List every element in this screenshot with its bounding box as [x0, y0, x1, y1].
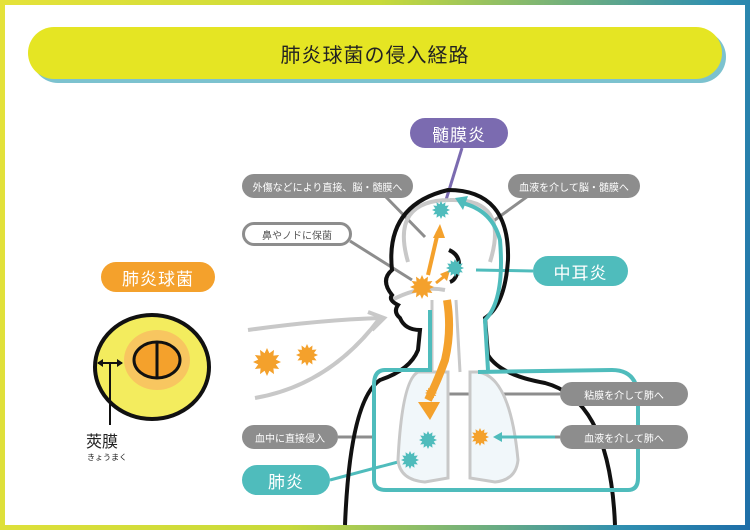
bacteria-star-icon — [419, 431, 437, 449]
connector-otitis — [475, 268, 534, 273]
route-trauma: 外傷などにより直接、脳・髄膜へ — [242, 174, 413, 198]
arrowhead — [433, 224, 445, 238]
bacteria-star-icon — [425, 387, 437, 399]
bacteria-star-icon — [410, 275, 434, 299]
capsule-reading: きょうまく — [87, 453, 127, 462]
bacteria-star-icon — [401, 451, 419, 469]
route-blood-lung: 血液を介して肺へ — [560, 425, 688, 449]
bacteria-star-icon — [432, 201, 450, 219]
bacteria-star-icon — [296, 344, 318, 366]
connector-carrier — [349, 239, 413, 282]
blood-route-brain — [461, 201, 503, 371]
label-meningitis: 髄膜炎 — [410, 118, 508, 148]
arrowhead — [418, 402, 440, 420]
route-arrow-brain — [426, 231, 440, 276]
label-pneumonia: 肺炎 — [242, 465, 330, 495]
arrowhead — [440, 270, 450, 281]
route-mucosa-lung: 粘膜を介して肺へ — [560, 382, 688, 406]
route-carrier: 鼻やノドに保菌 — [242, 222, 352, 246]
capsule-label: 莢膜 — [86, 432, 119, 451]
label-otitis: 中耳炎 — [533, 256, 628, 286]
arrowhead — [493, 432, 502, 442]
route-blood-direct: 血中に直接侵入 — [242, 425, 338, 449]
airflow-curve — [254, 316, 382, 400]
connector-pneumonia — [329, 460, 399, 482]
label-pneumococcus: 肺炎球菌 — [101, 262, 215, 292]
bacteria-star-icon — [446, 259, 464, 277]
arrowhead — [455, 196, 468, 210]
bacteria-star-icon — [253, 348, 281, 376]
left-lung — [396, 370, 450, 484]
airflow-curve — [247, 316, 381, 332]
right-lung — [468, 370, 520, 484]
route-blood-brain: 血液を介して脳・髄膜へ — [508, 174, 640, 198]
connector-blood-brain — [491, 194, 529, 224]
page-title: 肺炎球菌の侵入経路 — [28, 27, 722, 79]
bacteria-star-icon — [471, 428, 489, 446]
airflow-arrowhead — [367, 310, 388, 332]
